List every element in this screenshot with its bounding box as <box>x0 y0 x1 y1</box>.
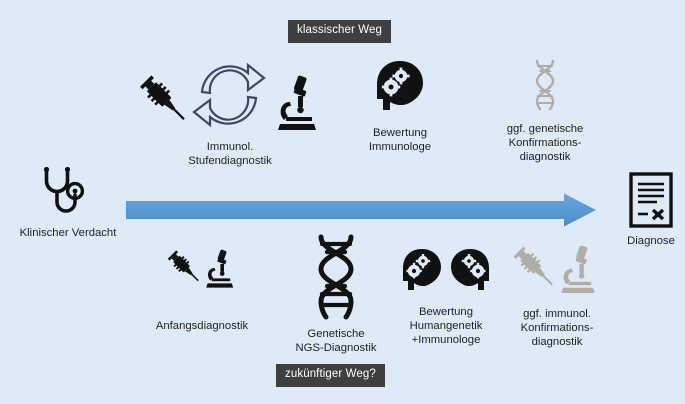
stage-initial-diagnostics: Anfangsdiagnostik <box>140 247 264 333</box>
head-gears-icon <box>398 247 446 297</box>
stage-evaluation-immunologist: Bewertung Immunologe <box>344 58 456 154</box>
stage-icon-group <box>283 233 389 321</box>
classic-path-badge: klassischer Weg <box>288 20 392 43</box>
stage-icon-group <box>140 247 264 289</box>
end-endpoint: Diagnose <box>586 172 685 247</box>
stage-immunological-staged-diagnostics: Immunol. Stufendiagnostik <box>138 56 322 168</box>
stage-label: Bewertung Immunologe <box>368 127 432 154</box>
microscope-icon <box>272 72 322 134</box>
start-endpoint-label: Klinischer Verdacht <box>19 227 117 239</box>
microscope-icon <box>202 247 238 289</box>
microscope-icon <box>556 243 602 297</box>
stage-label: ggf. genetische Konfirmations- diagnosti… <box>506 123 584 164</box>
stage-label: Anfangsdiagnostik <box>155 320 249 332</box>
future-path-badge: zukünftiger Weg? <box>276 364 385 387</box>
stage-evaluation-human-genetics-immunologist: Bewertung Humangenetik +Immunologe <box>392 247 500 348</box>
stage-icon-group <box>392 247 500 297</box>
head-gears-icon <box>371 58 429 118</box>
stethoscope-icon <box>3 166 133 224</box>
end-endpoint-label: Diagnose <box>627 235 675 247</box>
stage-label: Bewertung Humangenetik +Immunologe <box>409 306 483 347</box>
cycle-arrows-icon <box>186 56 272 134</box>
stage-genetic-ngs-diagnostics: Genetische NGS-Diagnostik <box>283 233 389 355</box>
stage-icon-group <box>138 56 322 134</box>
stage-immunological-confirmation-diagnostics: ggf. immunol. Konfirmations- diagnostik <box>500 243 614 350</box>
stage-icon-group <box>484 58 606 112</box>
flow-arrow <box>126 193 597 227</box>
stage-icon-group <box>344 58 456 118</box>
dna-helix-icon <box>305 233 367 321</box>
syringe-icon <box>138 72 186 134</box>
head-gears-icon <box>446 247 494 297</box>
stage-label: Genetische NGS-Diagnostik <box>295 328 377 355</box>
stage-label: ggf. immunol. Konfirmations- diagnostik <box>520 308 594 349</box>
stage-label: Immunol. Stufendiagnostik <box>188 141 272 168</box>
syringe-icon <box>512 243 556 297</box>
start-endpoint: Klinischer Verdacht <box>3 166 133 239</box>
stage-genetic-confirmation-diagnostics: ggf. genetische Konfirmations- diagnosti… <box>484 58 606 165</box>
stage-icon-group <box>500 243 614 297</box>
diagnosis-document-icon <box>586 172 685 230</box>
dna-helix-icon <box>528 58 562 112</box>
syringe-icon <box>166 247 202 289</box>
